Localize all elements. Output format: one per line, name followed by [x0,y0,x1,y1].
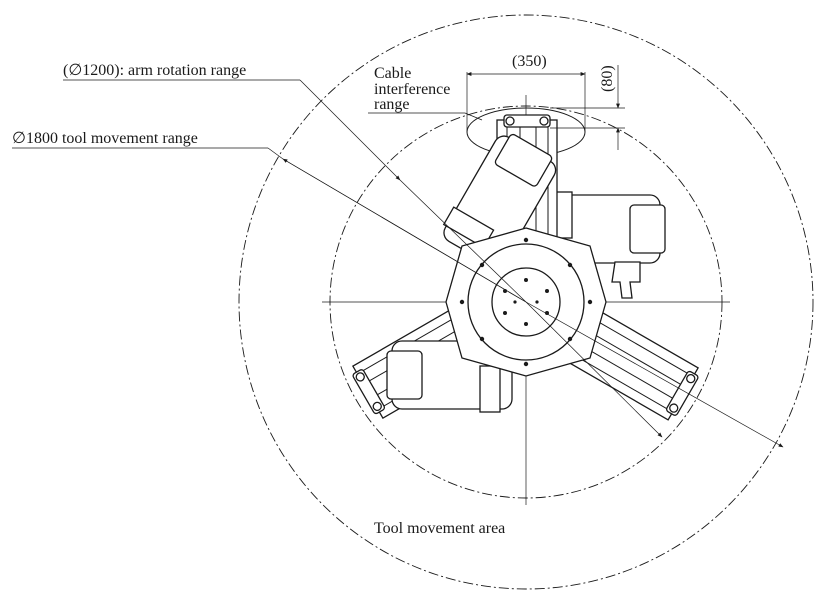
tool-movement-boundary-circle [238,14,814,590]
robot-arm-upper-left [442,133,557,268]
arm-rotation-leader [63,79,663,438]
tool-movement-area-label: Tool movement area [374,520,505,537]
dimension-80 [550,65,625,150]
cable-label-line3: range [374,96,410,113]
cable-interference-leader [368,112,483,121]
cable-label-line2: interference [374,81,450,98]
tool-movement-range-label: ∅1800 tool movement range [12,130,198,147]
arm-rotation-range-label: (∅1200): arm rotation range [63,62,246,79]
dimension-350-label: (350) [512,53,547,70]
cable-label-line1: Cable [374,65,411,82]
dimension-80-label: (80) [599,65,616,92]
tool-movement-leader [12,147,784,448]
dimension-350 [466,72,586,132]
